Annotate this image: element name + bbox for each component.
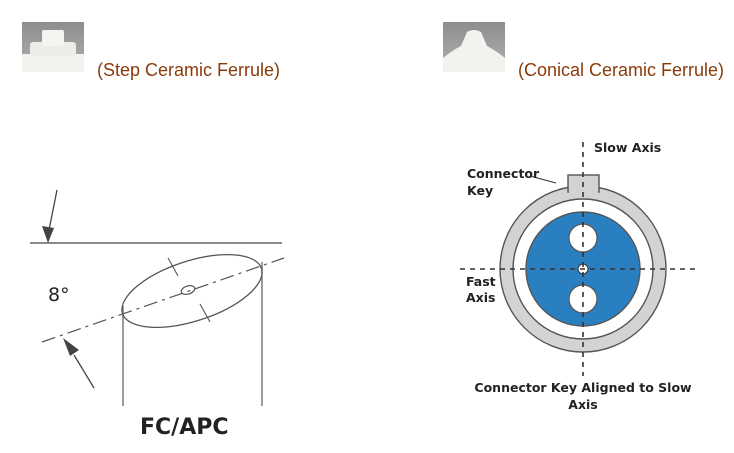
end-face-ellipse	[121, 253, 263, 329]
conical-ferrule-caption: (Conical Ceramic Ferrule)	[518, 60, 725, 80]
fast-axis-label-2: Axis	[466, 290, 495, 305]
fast-axis-label-1: Fast	[466, 274, 496, 289]
bottom-label-2: Axis	[568, 397, 597, 412]
top-arrow-shaft	[48, 189, 58, 231]
angle-label: 8°	[48, 284, 70, 306]
connector-key-label-1: Connector	[467, 166, 540, 181]
bottom-arrow-head	[63, 338, 79, 356]
step-ferrule-image	[22, 22, 84, 72]
axis-tick-bottom	[199, 303, 211, 323]
angle-line	[41, 257, 285, 343]
connector-key-leader	[529, 175, 557, 184]
top-arrow-head	[42, 226, 54, 243]
axis-tick-top	[167, 257, 179, 277]
stress-rod-top	[568, 223, 598, 253]
fiber-core-ellipse	[180, 285, 196, 295]
step-ferrule-caption: (Step Ceramic Ferrule)	[97, 60, 281, 80]
bottom-arrow-shaft	[73, 354, 95, 389]
slow-axis-label: Slow Axis	[594, 140, 661, 155]
connector-type-label: FC/APC	[140, 415, 229, 440]
stress-rod-bottom	[568, 284, 598, 314]
bottom-label-1: Connector Key Aligned to Slow	[474, 380, 692, 395]
conical-ferrule-image	[443, 22, 505, 72]
connector-key-label-2: Key	[467, 183, 493, 198]
